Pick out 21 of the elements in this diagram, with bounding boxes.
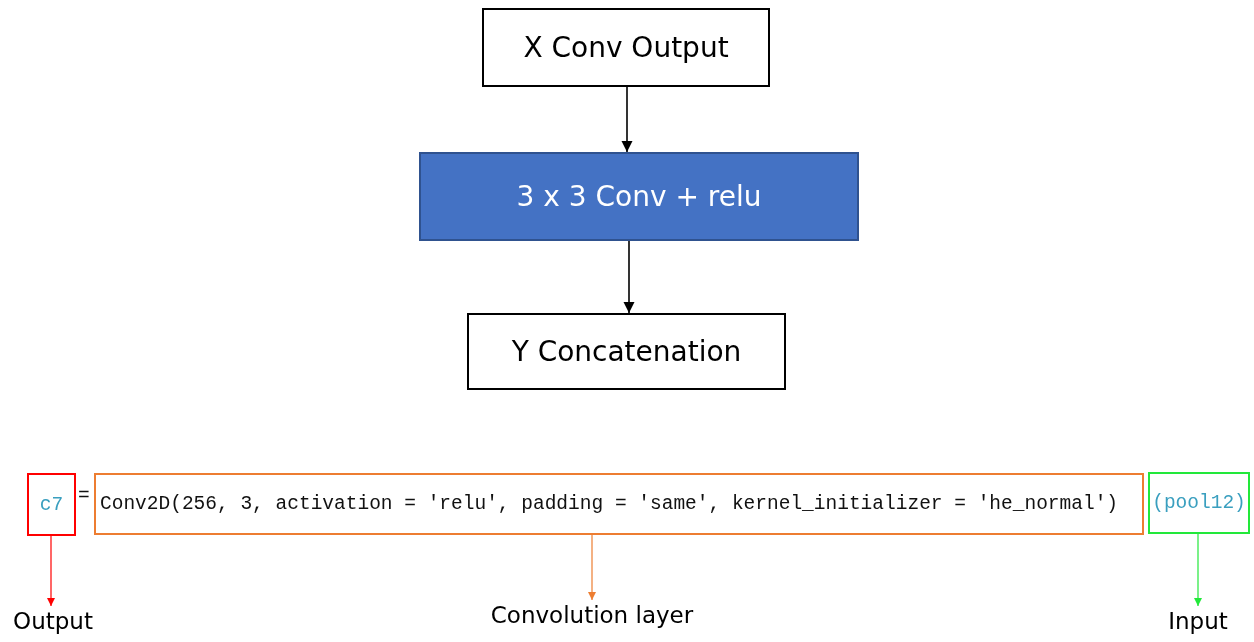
equals-sign: = [78, 485, 90, 507]
arrow [623, 240, 635, 314]
callout-text: Convolution layer [490, 602, 694, 628]
box-label: 3 x 3 Conv + relu [516, 180, 762, 213]
process-box [467, 313, 786, 390]
box-label: X Conv Output [523, 31, 729, 64]
code-text: (pool12) [1152, 492, 1246, 514]
arrow [1193, 533, 1203, 607]
code-text: Conv2D(256, 3, activation = 'relu', padding = 'same', kernel_initializer = 'he_normal') [100, 493, 1119, 515]
code-highlight-box [27, 473, 76, 536]
code-highlight-box [94, 473, 1144, 535]
code-text: c7 [39, 493, 64, 516]
arrow [621, 86, 633, 153]
arrow [46, 535, 56, 607]
box-label: Y Concatenation [511, 335, 742, 368]
arrow [587, 534, 597, 601]
callout-text: Output [13, 608, 93, 634]
process-box [482, 8, 770, 87]
code-highlight-box [1148, 472, 1250, 534]
callout-text: Input [1168, 608, 1228, 634]
process-box [419, 152, 859, 241]
